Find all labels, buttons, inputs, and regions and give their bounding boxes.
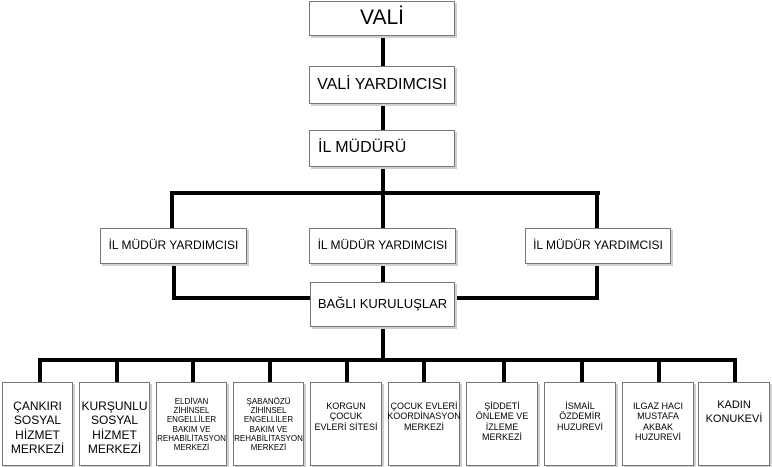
unit-label: KORGUN ÇOCUK EVLERİ SİTESİ	[314, 401, 378, 432]
unit-box-kadin-konukevi: KADIN KONUKEVİ	[698, 382, 770, 466]
unit-box-korgun: KORGUN ÇOCUK EVLERİ SİTESİ	[310, 382, 382, 466]
il-muduru-label: İL MÜDÜRÜ	[318, 139, 407, 157]
il-mudur-yardimcisi-label: İL MÜDÜR YARDIMCISI	[317, 238, 448, 253]
il-mudur-yardimcisi-label: İL MÜDÜR YARDIMCISI	[533, 238, 663, 253]
vali-label: VALİ	[360, 6, 404, 30]
unit-box-eldivan: ELDİVAN ZİHİNSEL ENGELLİLER BAKIM VE REH…	[156, 382, 227, 466]
unit-box-ilgaz-huzurevi: ILGAZ HACI MUSTAFA AKBAK HUZUREVİ	[622, 382, 694, 466]
bagli-kuruluslar-label: BAĞLI KURULUŞLAR	[317, 296, 448, 312]
unit-label: ELDİVAN ZİHİNSEL ENGELLİLER BAKIM VE REH…	[157, 397, 226, 452]
vali-yardimcisi-box: VALİ YARDIMCISI	[309, 66, 455, 104]
unit-box-cocuk-evleri-koordinasyon: ÇOCUK EVLERİ KOORDİNASYON MERKEZİ	[387, 382, 461, 466]
unit-label: KURŞUNLU SOSYAL HİZMET MERKEZİ	[81, 399, 148, 457]
il-mudur-yardimcisi-box-2: İL MÜDÜR YARDIMCISI	[309, 228, 456, 264]
bagli-kuruluslar-box: BAĞLI KURULUŞLAR	[310, 282, 455, 327]
il-mudur-yardimcisi-box-1: İL MÜDÜR YARDIMCISI	[100, 228, 247, 264]
unit-label: ILGAZ HACI MUSTAFA AKBAK HUZUREVİ	[632, 401, 683, 443]
vali-box: VALİ	[309, 1, 455, 36]
il-mudur-yardimcisi-box-3: İL MÜDÜR YARDIMCISI	[525, 228, 671, 264]
il-mudur-yardimcisi-label: İL MÜDÜR YARDIMCISI	[108, 238, 239, 253]
unit-box-kursunlu-shm: KURŞUNLU SOSYAL HİZMET MERKEZİ	[79, 382, 150, 466]
unit-label: KADIN KONUKEVİ	[705, 399, 763, 425]
unit-label: ÇOCUK EVLERİ KOORDİNASYON MERKEZİ	[387, 401, 461, 432]
unit-box-ismail-ozdemir: İSMAİL ÖZDEMİR HUZUREVİ	[544, 382, 616, 466]
unit-label: ŞİDDETİ ÖNLEME VE İZLEME MERKEZİ	[475, 401, 529, 443]
vali-yardimcisi-label: VALİ YARDIMCISI	[317, 75, 447, 93]
unit-box-sabanozu: ŞABANÖZÜ ZİHİNSEL ENGELLİLER BAKIM VE RE…	[233, 382, 304, 466]
unit-label: İSMAİL ÖZDEMİR HUZUREVİ	[556, 401, 603, 432]
unit-box-siddeti-onleme: ŞİDDETİ ÖNLEME VE İZLEME MERKEZİ	[466, 382, 538, 466]
il-muduru-box: İL MÜDÜRÜ	[309, 130, 455, 167]
unit-label: ŞABANÖZÜ ZİHİNSEL ENGELLİLER BAKIM VE RE…	[234, 397, 303, 452]
unit-box-cankiri-shm: ÇANKIRI SOSYAL HİZMET MERKEZİ	[2, 382, 73, 466]
unit-label: ÇANKIRI SOSYAL HİZMET MERKEZİ	[10, 399, 65, 457]
